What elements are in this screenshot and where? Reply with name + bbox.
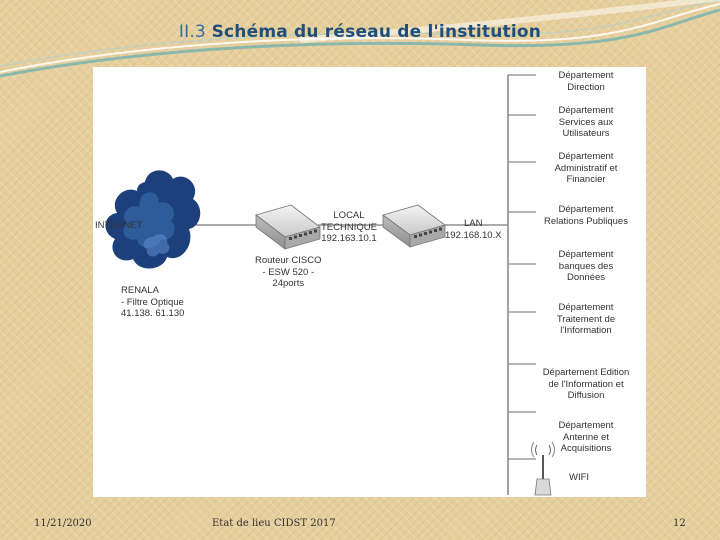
provider-label: RENALA - Filtre Optique 41.138. 61.130 — [121, 285, 185, 319]
wifi-antenna-icon — [531, 441, 555, 496]
department-branches — [508, 74, 536, 460]
department-banques-donnees: Département banques des Données — [558, 249, 614, 283]
department-administratif-financier: Département Administratif et Financier — [554, 151, 618, 185]
cisco-router-icon — [255, 204, 321, 250]
network-diagram-drawing — [105, 74, 555, 496]
department-traitement-information: Département Traitement de l'Information — [556, 302, 616, 336]
title-text: Schéma du réseau de l'institution — [211, 22, 542, 42]
decorative-swoosh — [0, 0, 720, 78]
lan-label: LAN 192.168.10.X — [445, 218, 502, 241]
network-diagram: INTERNET RENALA - Filtre Optique 41.138.… — [93, 67, 646, 497]
title-number: II.3 — [178, 22, 206, 42]
department-direction: Département Direction — [558, 70, 614, 93]
wifi-label: WIFI — [569, 472, 590, 483]
slide-title: II.3 Schéma du réseau de l'institution — [0, 22, 720, 42]
internet-label: INTERNET — [95, 220, 143, 231]
department-edition-diffusion: Département Edition de l'Information et … — [542, 367, 630, 401]
router-label: Routeur CISCO - ESW 520 - 24ports — [255, 255, 322, 289]
department-services-utilisateurs: Département Services aux Utilisateurs — [558, 105, 614, 139]
internet-cloud-icon — [105, 170, 201, 269]
footer-date: 11/21/2020 — [34, 518, 92, 529]
lan-switch-icon — [382, 204, 446, 248]
department-antenne-acquisitions: Département Antenne et Acquisitions — [558, 420, 614, 454]
department-relations-publiques: Département Relations Publiques — [544, 204, 628, 227]
footer-page-number: 12 — [673, 518, 686, 529]
connection-lines — [163, 74, 536, 495]
footer-center-text: Etat de lieu CIDST 2017 — [212, 518, 336, 529]
local-technique-label: LOCAL TECHNIQUE 192.163.10.1 — [321, 210, 377, 244]
